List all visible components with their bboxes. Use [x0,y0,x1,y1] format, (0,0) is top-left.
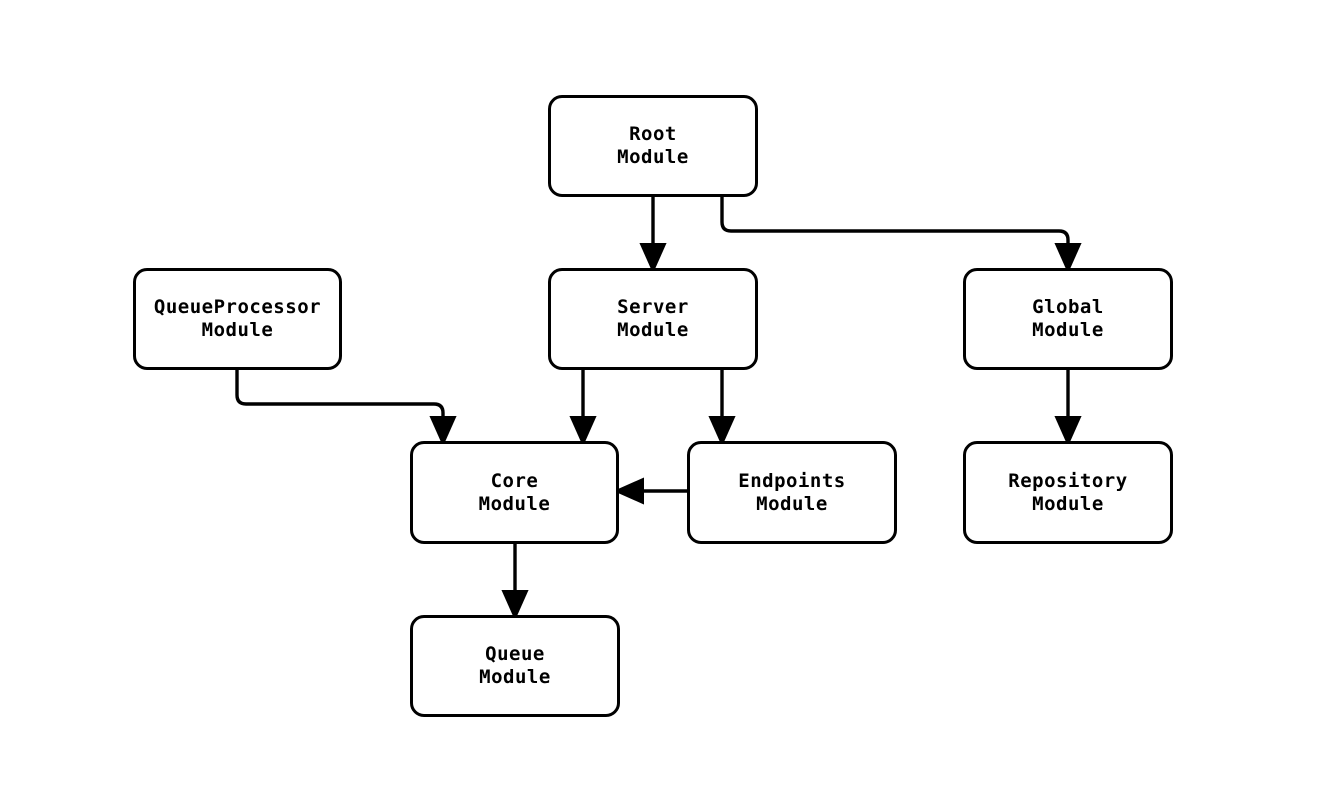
queueprocessor-module-label-line1: QueueProcessor [153,296,322,318]
core-module-label-line2: Module [478,492,551,515]
server-module-label-line2: Module [617,319,689,341]
edges-group [235,197,1082,621]
global-module-label-line1: Global [1032,296,1104,318]
core-module-label-line1: Core [490,469,539,492]
repository-module-label-line2: Module [1032,492,1104,515]
endpoints-module-label-line2: Module [756,492,828,515]
repository-module-label-line1: Repository [1008,469,1128,492]
queue-module-label-line1: Queue [485,643,545,665]
server-module-label-line1: Server [617,296,689,318]
queueprocessor-module-label-line2: Module [201,319,274,341]
queue-module-label-line2: Module [479,666,551,688]
root-module-label-line2: Module [617,146,689,168]
endpoints-module-label-line1: Endpoints [738,469,846,492]
global-module-label-line2: Module [1032,319,1104,341]
edge-queueprocessor-to-core [235,370,457,447]
edge-root-to-global [720,197,1082,274]
root-module-label-line1: Root [629,123,677,145]
